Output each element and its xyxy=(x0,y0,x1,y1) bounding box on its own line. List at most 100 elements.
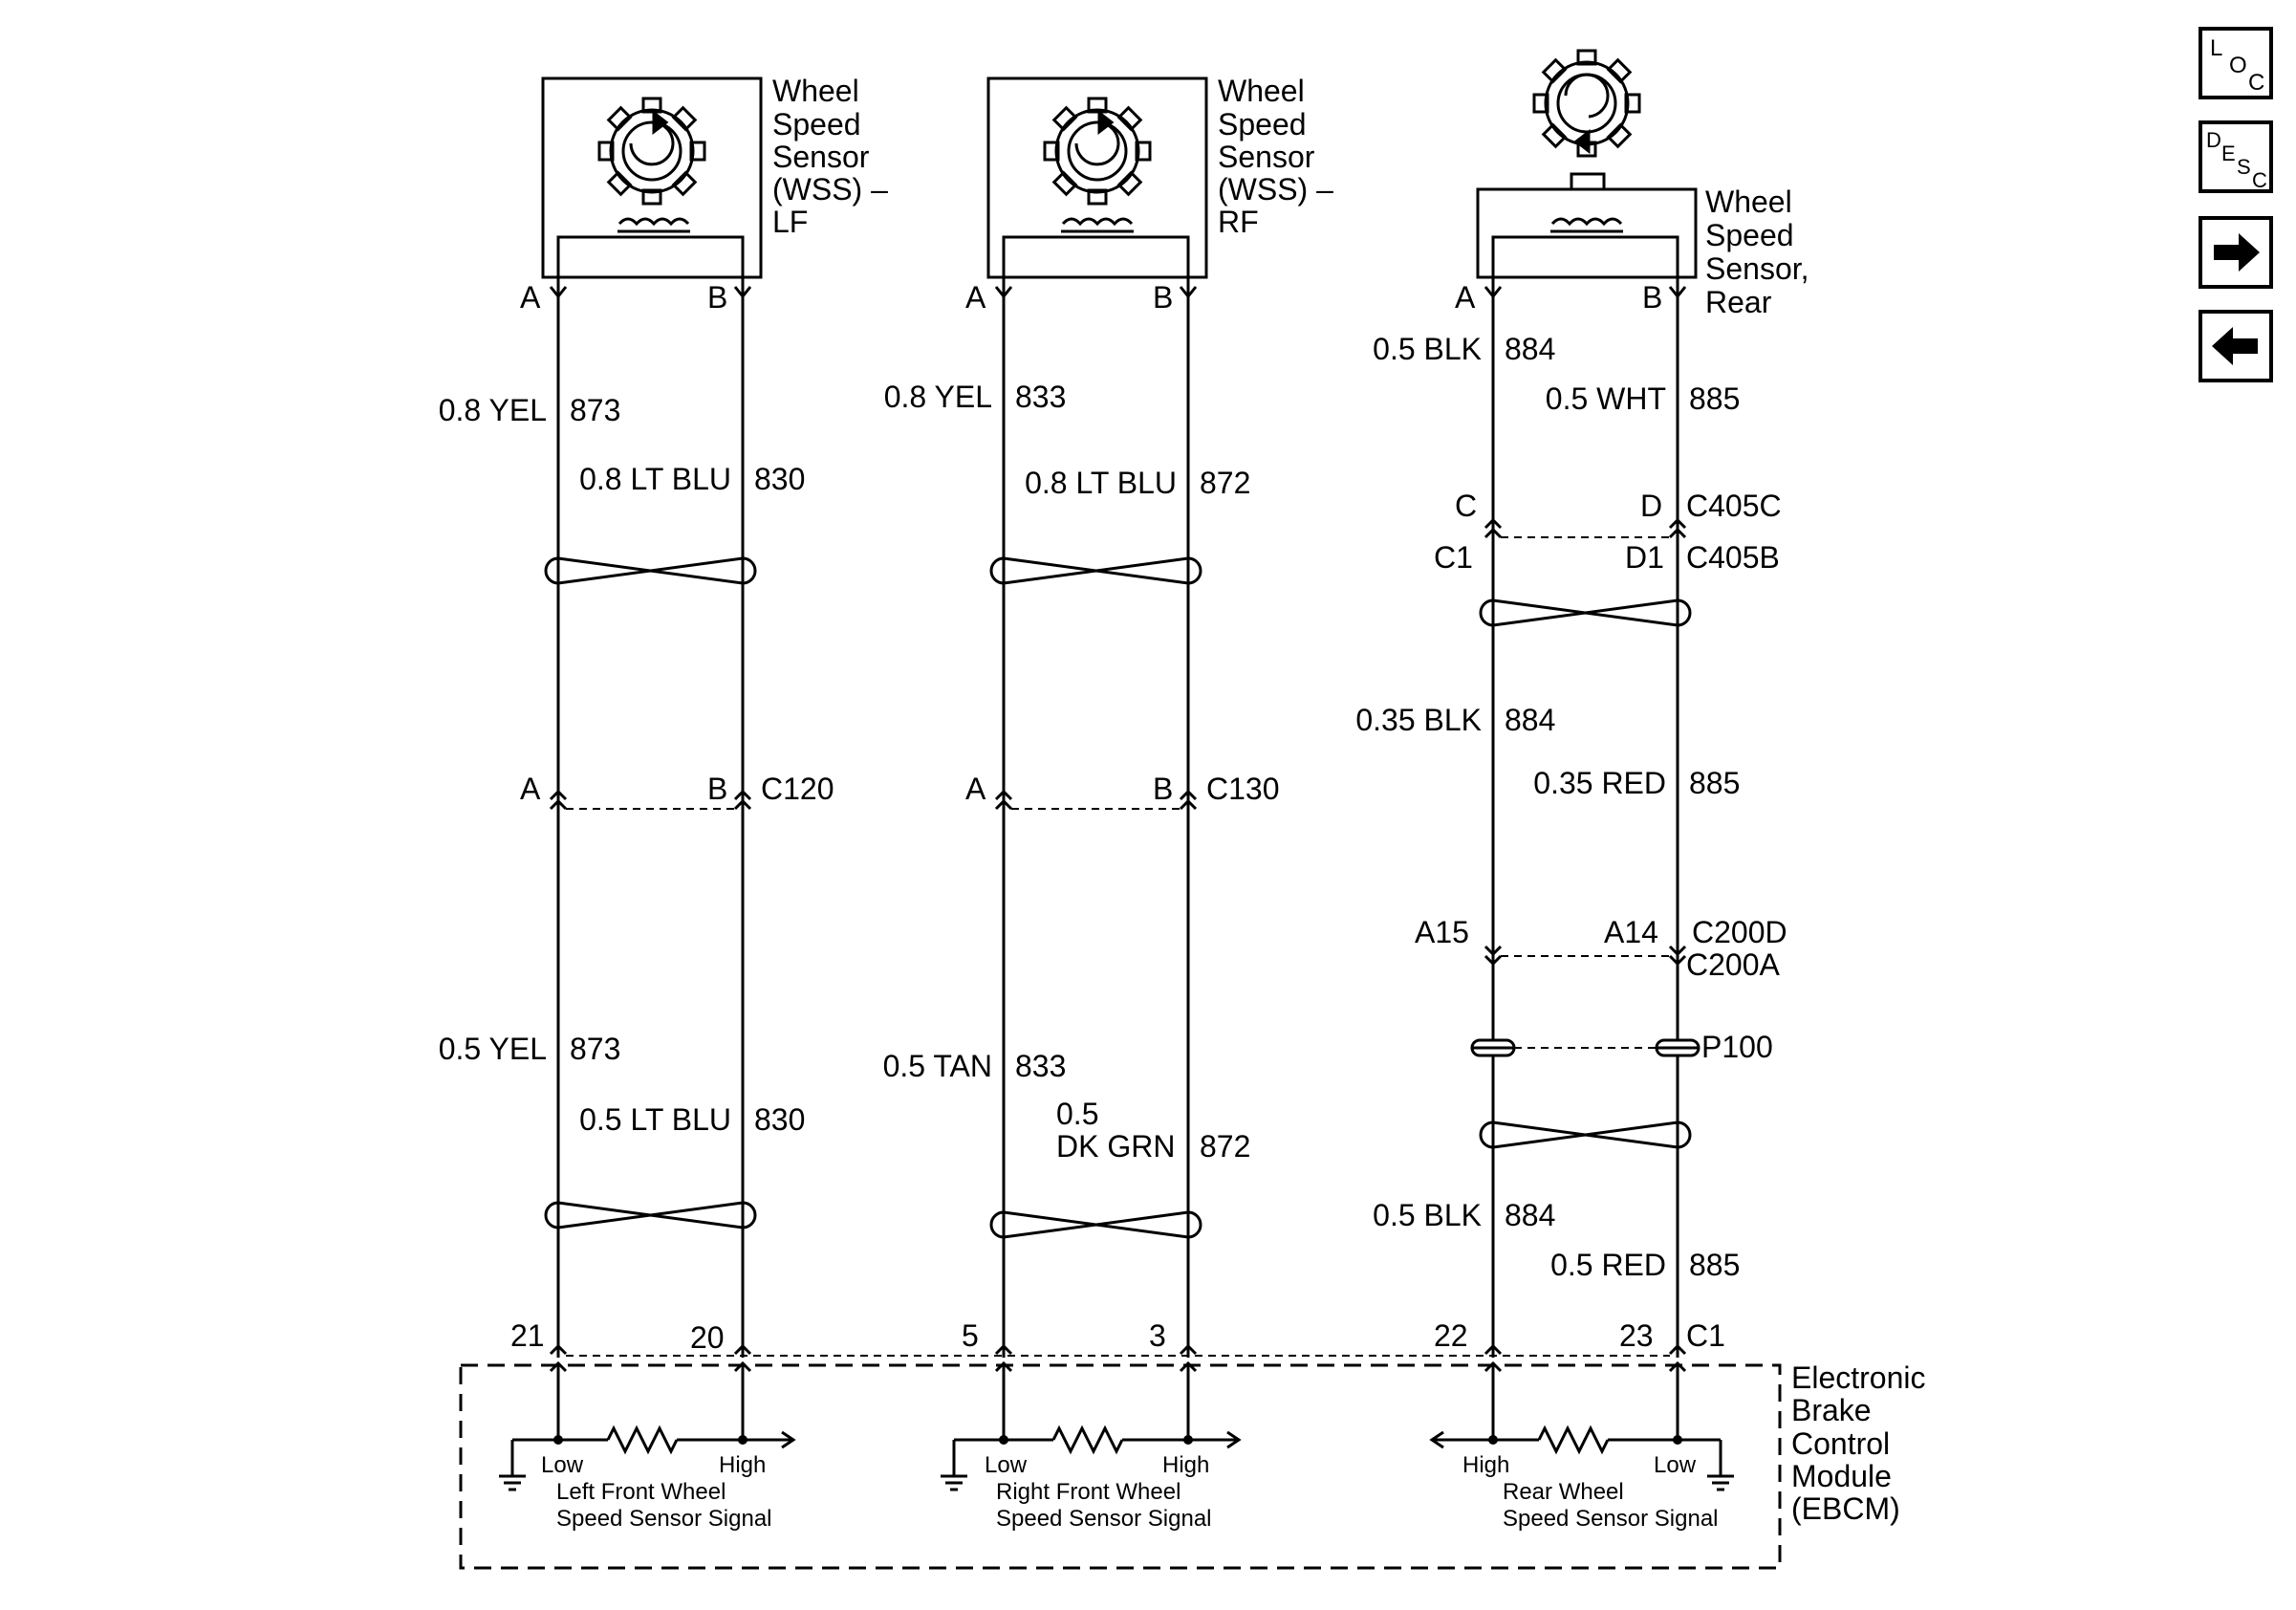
c130-pin-a: A xyxy=(965,772,986,806)
rf-upper-a-circuit: 833 xyxy=(1015,380,1066,414)
lf-high-label: High xyxy=(719,1452,766,1478)
rear-rotation-arrow xyxy=(1564,73,1610,119)
ebcm-circuit-labels: Low High Left Front Wheel Speed Sensor S… xyxy=(541,1452,1719,1532)
rear-seg2-b-circuit: 885 xyxy=(1689,766,1740,800)
rf-circuit-name-2: Speed Sensor Signal xyxy=(996,1506,1212,1532)
rf-sensor-gear-icon xyxy=(1043,97,1152,206)
c200a-name: C200A xyxy=(1686,947,1781,982)
rear-wire-labels: 0.5 BLK 884 0.5 WHT 885 0.35 BLK 884 0.3… xyxy=(1355,332,1740,1282)
lf-rotation-arrow xyxy=(629,120,675,166)
ebcm-module: Electronic Brake Control Module (EBCM) 2… xyxy=(459,1318,1926,1570)
rf-rotation-arrowhead xyxy=(1097,109,1115,136)
rear-sensor-title: Wheel Speed Sensor, Rear xyxy=(1705,185,1809,319)
svg-text:Sensor: Sensor xyxy=(772,140,870,174)
twisted-pair-marks xyxy=(544,556,1692,1239)
rf-high-label: High xyxy=(1162,1452,1209,1478)
rf-wire-labels: 0.8 YEL 833 0.8 LT BLU 872 0.5 TAN 833 0… xyxy=(883,380,1251,1164)
svg-text:Rear: Rear xyxy=(1705,285,1772,319)
svg-text:Module: Module xyxy=(1791,1459,1892,1493)
rear-circuit-name-2: Speed Sensor Signal xyxy=(1503,1506,1719,1532)
lf-lower-a-circuit: 873 xyxy=(570,1032,620,1066)
ebcm-junction-dots xyxy=(553,1435,1682,1445)
arrow-right-icon xyxy=(2214,233,2260,272)
svg-text:(WSS) –: (WSS) – xyxy=(772,172,888,207)
c120-pin-b: B xyxy=(707,772,727,806)
svg-text:S: S xyxy=(2237,155,2251,179)
c130-pin-b: B xyxy=(1153,772,1173,806)
svg-text:Wheel: Wheel xyxy=(1218,74,1305,108)
rear-circuit-name-1: Rear Wheel xyxy=(1503,1479,1624,1505)
rf-upper-b-color: 0.8 LT BLU xyxy=(1025,466,1177,500)
arrow-left-icon xyxy=(2212,327,2258,365)
lf-ground-icon xyxy=(497,1459,528,1491)
rf-sensor-title: Wheel Speed Sensor (WSS) – RF xyxy=(1218,74,1333,239)
rf-lower-a-circuit: 833 xyxy=(1015,1049,1066,1083)
next-button[interactable] xyxy=(2199,216,2273,289)
svg-text:Wheel: Wheel xyxy=(772,74,859,108)
c405-pin-c: C xyxy=(1455,489,1477,523)
c130-name: C130 xyxy=(1206,772,1280,806)
lf-upper-a-color: 0.8 YEL xyxy=(439,393,547,427)
ebcm-pin-22: 22 xyxy=(1434,1318,1468,1353)
ebcm-pin-labels: 21 20 5 3 22 23 C1 xyxy=(510,1318,1725,1355)
rear-high-label: High xyxy=(1462,1452,1509,1478)
c120-pin-a: A xyxy=(520,772,541,806)
rear-seg1-a-circuit: 884 xyxy=(1505,332,1555,366)
lf-sensor-pin-a: A xyxy=(520,280,541,315)
c200d-name: C200D xyxy=(1692,915,1787,949)
lf-upper-b-circuit: 830 xyxy=(754,462,805,496)
rear-seg1-a-color: 0.5 BLK xyxy=(1373,332,1482,366)
rear-seg1-b-color: 0.5 WHT xyxy=(1546,381,1666,416)
lf-sensor-pin-b: B xyxy=(707,280,727,315)
c405-pin-d: D xyxy=(1640,489,1662,523)
rf-lower-b-gauge: 0.5 xyxy=(1056,1097,1098,1131)
rf-sensor-pin-b: B xyxy=(1153,280,1173,315)
c120-name: C120 xyxy=(761,772,834,806)
c405-pin-c1: C1 xyxy=(1434,540,1473,575)
ebcm-c1-name: C1 xyxy=(1686,1318,1725,1353)
lf-circuit-name-2: Speed Sensor Signal xyxy=(556,1506,772,1532)
rf-sensor-pin-a: A xyxy=(965,280,986,315)
connector-dashed-lines xyxy=(566,536,1670,1357)
c200-pin-a15: A15 xyxy=(1415,915,1469,949)
svg-text:RF: RF xyxy=(1218,205,1259,239)
svg-text:Brake: Brake xyxy=(1791,1393,1872,1427)
svg-text:Sensor,: Sensor, xyxy=(1705,251,1809,286)
wire-lines xyxy=(556,287,1679,1358)
rear-sensor-pin-b: B xyxy=(1642,280,1662,315)
lf-lower-b-circuit: 830 xyxy=(754,1102,805,1137)
location-button[interactable]: L O C xyxy=(2199,27,2273,99)
ebcm-pin-23: 23 xyxy=(1619,1318,1654,1353)
ebcm-pin-20: 20 xyxy=(690,1320,725,1355)
description-button[interactable]: D E S C xyxy=(2199,120,2273,193)
ebcm-internal-circuits xyxy=(497,1360,1736,1491)
rear-ground-icon xyxy=(1705,1459,1736,1491)
svg-text:Control: Control xyxy=(1791,1426,1890,1461)
rear-seg3-a-circuit: 884 xyxy=(1505,1198,1555,1232)
svg-text:C: C xyxy=(2248,70,2264,96)
lf-upper-b-color: 0.8 LT BLU xyxy=(579,462,731,496)
lf-lower-a-color: 0.5 YEL xyxy=(439,1032,547,1066)
svg-text:Speed: Speed xyxy=(1218,107,1307,141)
svg-text:L: L xyxy=(2210,35,2222,61)
lf-rotation-arrowhead xyxy=(652,109,669,136)
rear-seg3-b-color: 0.5 RED xyxy=(1550,1248,1666,1282)
rear-seg2-a-circuit: 884 xyxy=(1505,703,1555,737)
lf-sensor-gear-icon xyxy=(597,97,706,206)
svg-text:O: O xyxy=(2229,53,2247,78)
svg-text:E: E xyxy=(2221,141,2236,165)
svg-text:C: C xyxy=(2252,168,2267,192)
rear-seg3-b-circuit: 885 xyxy=(1689,1248,1740,1282)
ebcm-pin-21: 21 xyxy=(510,1318,545,1353)
lf-sensor-coil-icon xyxy=(616,217,692,239)
svg-text:Wheel: Wheel xyxy=(1705,185,1792,219)
rf-circuit-name-1: Right Front Wheel xyxy=(996,1479,1180,1505)
previous-button[interactable] xyxy=(2199,310,2273,382)
rf-sensor-coil-icon xyxy=(1059,217,1136,239)
ebcm-pin-5: 5 xyxy=(962,1318,979,1353)
rear-low-label: Low xyxy=(1654,1452,1697,1478)
rf-low-label: Low xyxy=(985,1452,1028,1478)
lf-wheel-speed-sensor xyxy=(541,76,763,287)
rear-wheel-speed-sensor xyxy=(1476,49,1698,287)
